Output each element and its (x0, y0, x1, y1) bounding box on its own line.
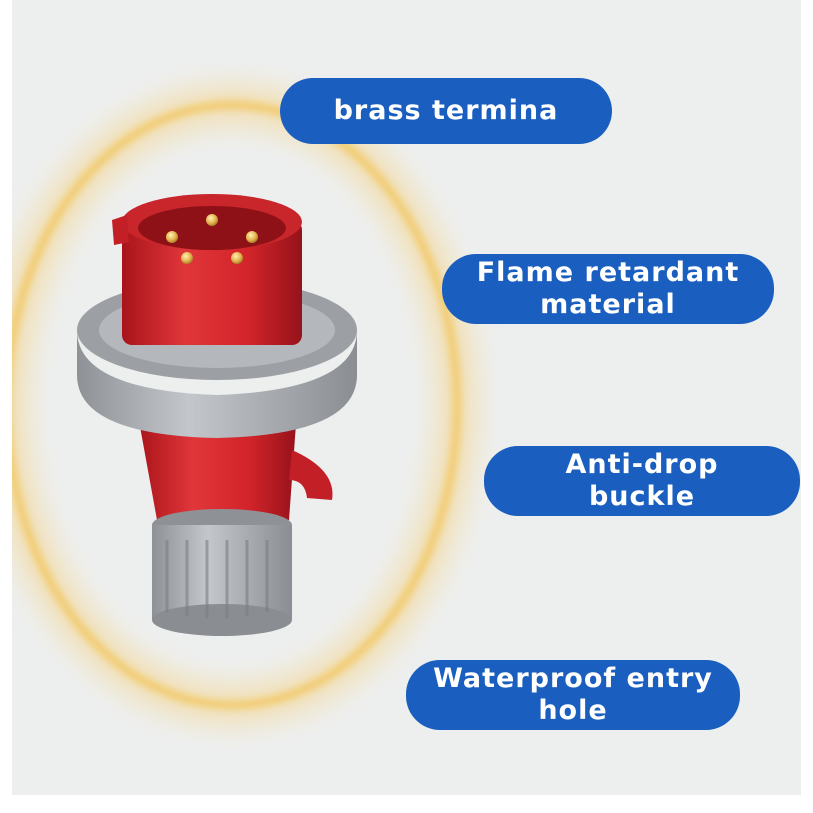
feature-label-waterproof: Waterproof entry hole (406, 660, 740, 730)
industrial-plug-image (77, 194, 357, 636)
feature-label-flame-retardant: Flame retardant material (442, 254, 774, 324)
background-panel: brass termina Flame retardant material A… (12, 0, 801, 795)
feature-label-line: Waterproof entry (433, 663, 713, 694)
feature-label-line: hole (538, 695, 608, 726)
feature-label-anti-drop: Anti-drop buckle (484, 446, 800, 516)
feature-label-line: buckle (588, 481, 696, 512)
feature-label-line: Anti-drop (565, 449, 719, 480)
feature-label-line: material (540, 289, 676, 320)
feature-label-line: brass termina (333, 95, 559, 126)
feature-label-line: Flame retardant (476, 257, 740, 288)
feature-label-brass-terminal: brass termina (280, 78, 612, 144)
